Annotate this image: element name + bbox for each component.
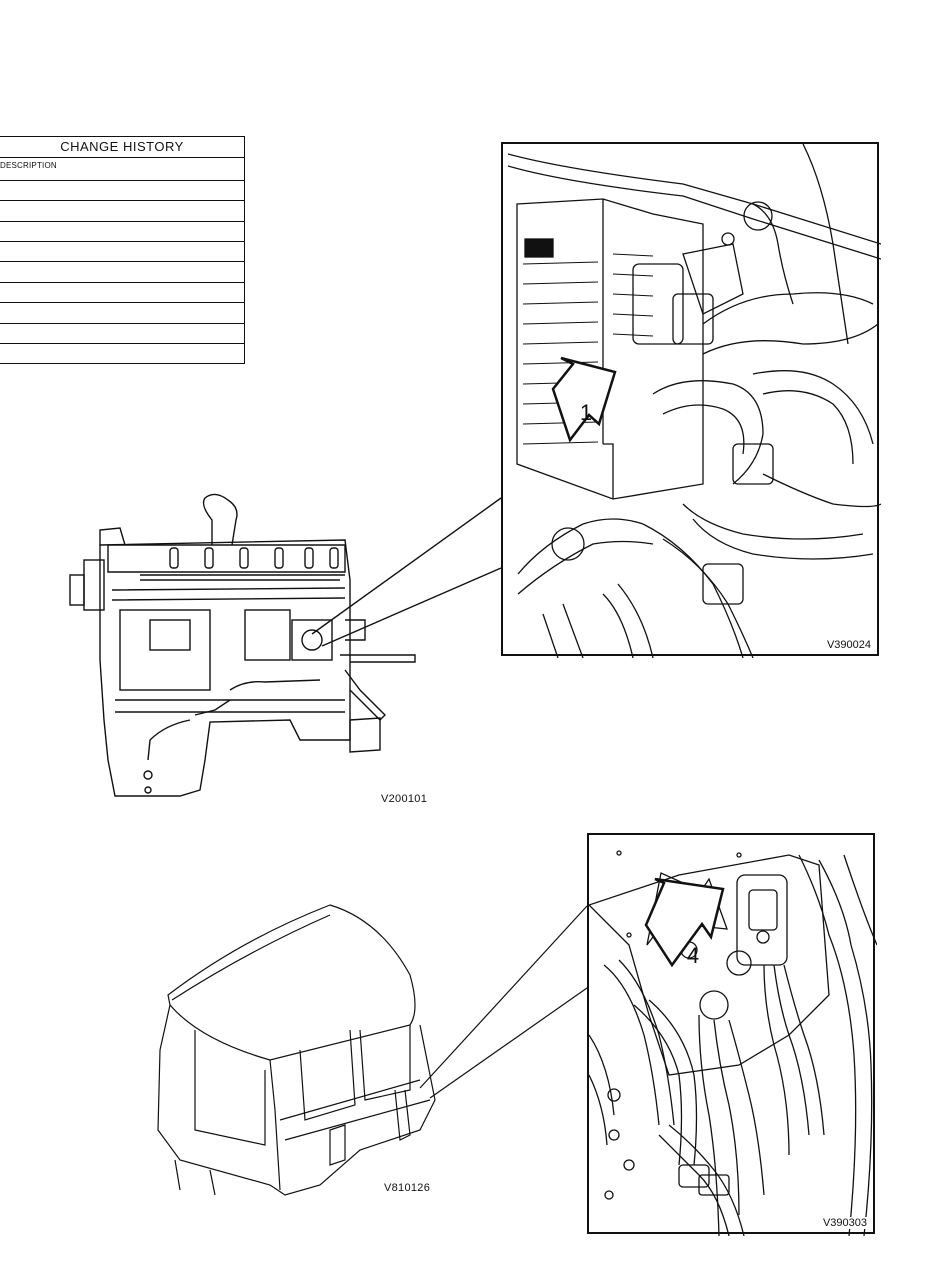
engine-figure-label: V200101 xyxy=(381,793,428,805)
ecu-photo-code: V390024 xyxy=(824,639,873,651)
table-row xyxy=(0,323,244,324)
cab-callout-number: 4 xyxy=(687,943,699,968)
ecu-photo-illustration: 1 xyxy=(507,144,881,658)
change-history-title: CHANGE HISTORY xyxy=(0,137,244,158)
cab-photo-illustration: 4 xyxy=(589,850,877,1236)
table-row xyxy=(0,302,244,303)
ecu-callout-number: 1 xyxy=(580,400,592,425)
ecu-photo: 1 V390024 xyxy=(501,142,881,658)
table-row xyxy=(0,180,244,181)
table-row xyxy=(0,261,244,262)
table-row xyxy=(0,343,244,344)
table-row xyxy=(0,221,244,222)
description-column-header: DESCRIPTION xyxy=(0,161,57,170)
cab-figure-label: V810126 xyxy=(384,1182,431,1194)
cab-photo: 4 V390303 xyxy=(587,833,877,1236)
table-row xyxy=(0,241,244,242)
cab-photo-code: V390303 xyxy=(820,1217,869,1229)
table-row xyxy=(0,200,244,201)
table-row xyxy=(0,282,244,283)
change-history-table: CHANGE HISTORY DESCRIPTION xyxy=(0,136,245,364)
